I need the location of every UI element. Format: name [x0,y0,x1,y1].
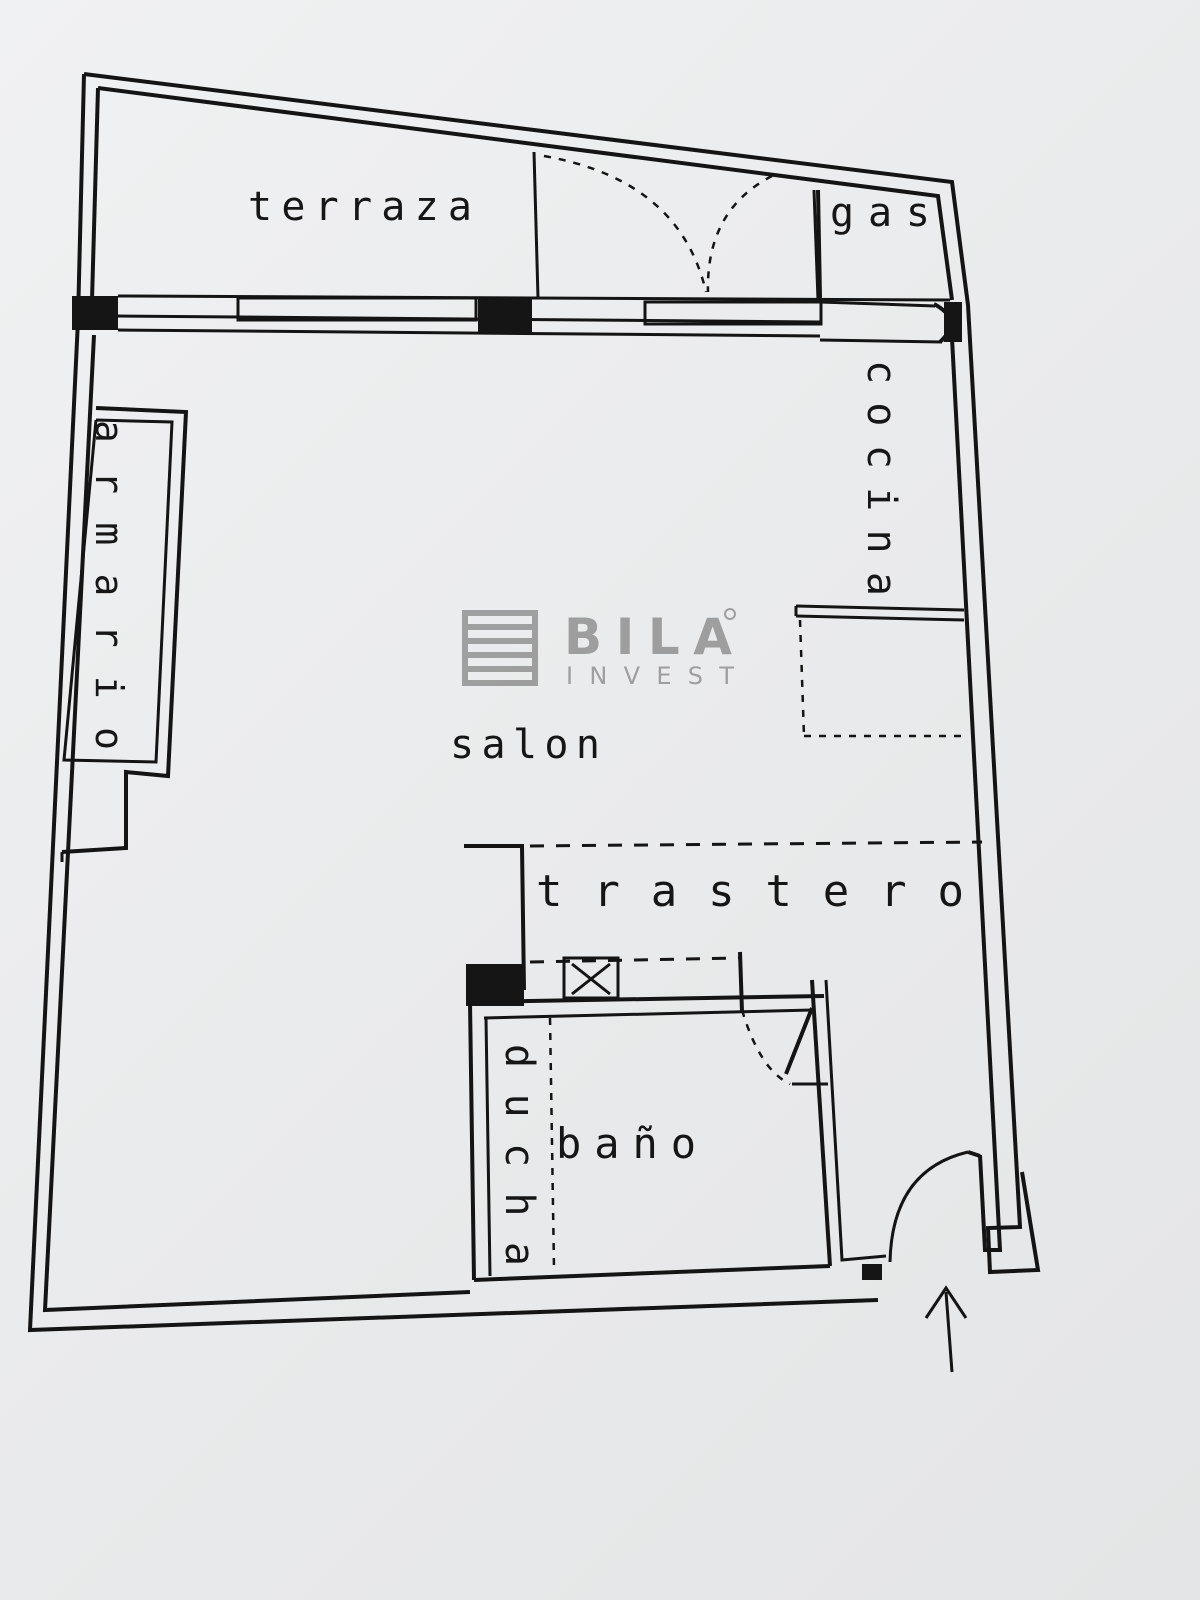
watermark-degree-icon [724,608,736,620]
room-label-bano: baño [556,1119,696,1168]
outer-walls [27,72,1041,1333]
room-label-gas: gas [830,190,930,236]
room-label-armario: armario [87,420,131,750]
room-label-terraza: terraza [248,184,472,230]
entrance-arrow-icon [924,1285,968,1373]
cocina-counter [794,604,965,738]
armario-wardrobe [60,406,189,862]
trastero-storage [464,840,983,1013]
bano-bathroom [468,979,887,1282]
watermark-sub: INVEST [566,662,734,690]
room-label-ducha: ducha [496,1044,542,1266]
watermark-brand: BILA [564,608,732,666]
entrance-door [888,1150,981,1263]
room-label-trastero: trastero [536,866,964,917]
terrace-facade-wall [72,294,962,344]
bila-logo-icon [462,610,538,686]
terrace-partitions [532,151,822,301]
room-label-salon: salon [450,722,600,768]
room-label-cocina: cocina [858,360,904,596]
